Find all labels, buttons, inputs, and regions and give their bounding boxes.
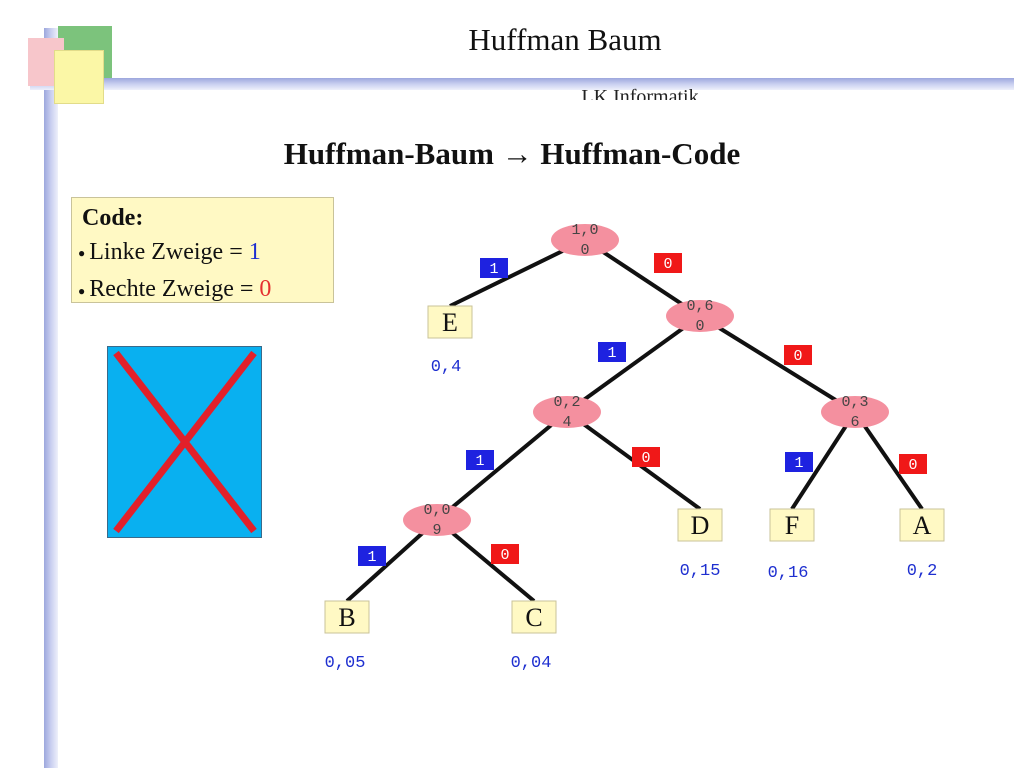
edge-bit-label: 1	[367, 549, 376, 566]
cross-out-icon	[113, 350, 257, 534]
leaf-node	[324, 600, 370, 634]
tree-edge	[565, 314, 702, 414]
leaf-probability: 0,16	[768, 564, 809, 583]
edge-bit-label: 1	[475, 453, 484, 470]
tree-edge	[698, 314, 857, 414]
leaf-node	[427, 305, 473, 339]
edge-bit-badge	[654, 253, 682, 273]
leaf-symbol: D	[691, 511, 710, 540]
edge-bit-badge	[358, 546, 386, 566]
edge-bit-label: 1	[489, 261, 498, 278]
code-legend-left-text: Linke Zweige =	[89, 239, 249, 265]
leaf-node	[769, 508, 815, 542]
edge-bit-badge	[632, 447, 660, 467]
leaf-symbol: C	[525, 603, 542, 632]
edge-bit-label: 0	[793, 348, 802, 365]
internal-node-weight: 0,6	[686, 298, 713, 315]
code-legend-left-line: ●Linke Zweige = 1	[78, 234, 333, 271]
edge-bit-label: 0	[500, 547, 509, 564]
edge-bit-badge	[784, 345, 812, 365]
edge-bit-label: 0	[663, 256, 672, 273]
edge-bit-badge	[480, 258, 508, 278]
tree-edge	[853, 410, 924, 511]
slide-subtitle: LK Informatik	[581, 86, 699, 100]
tree-edge	[435, 410, 569, 522]
tree-edge	[790, 410, 857, 511]
internal-node	[666, 300, 734, 332]
internal-node-weight: 0	[695, 318, 704, 335]
internal-node-weight: 6	[850, 414, 859, 431]
decorative-vertical-bar	[44, 28, 58, 768]
code-legend-box: Code: ●Linke Zweige = 1 ●Rechte Zweige =…	[71, 197, 334, 303]
leaf-probability: 0,2	[907, 562, 938, 581]
edge-bit-badge	[899, 454, 927, 474]
edge-bit-badge	[466, 450, 494, 470]
slide-title: Huffman Baum	[468, 22, 662, 57]
internal-node-weight: 0,0	[423, 502, 450, 519]
crossed-out-panel	[107, 346, 262, 538]
internal-node	[403, 504, 471, 536]
leaf-probability: 0,05	[325, 654, 366, 673]
leaf-probability: 0,15	[680, 562, 721, 581]
edge-bit-label: 1	[794, 455, 803, 472]
internal-node-weight: 1,0	[571, 222, 598, 239]
leaf-node	[899, 508, 945, 542]
internal-node-weight: 0	[580, 242, 589, 259]
slide-heading: Huffman-Baum → Huffman-Code	[283, 136, 741, 171]
leaf-symbol: F	[785, 511, 799, 540]
leaf-symbol: A	[913, 511, 932, 540]
code-legend-right-text: Rechte Zweige =	[89, 276, 260, 303]
edge-bit-badge	[491, 544, 519, 564]
internal-node-weight: 0,3	[841, 394, 868, 411]
internal-node-weight: 4	[562, 414, 571, 431]
leaf-node	[511, 600, 557, 634]
edge-bit-badge	[785, 452, 813, 472]
code-legend-right-line: ●Rechte Zweige = 0	[78, 271, 333, 308]
internal-node-weight: 9	[432, 522, 441, 539]
edge-bit-badge	[598, 342, 626, 362]
leaf-node	[677, 508, 723, 542]
edge-bit-label: 1	[607, 345, 616, 362]
internal-node	[821, 396, 889, 428]
code-legend-left-value: 1	[248, 239, 261, 265]
internal-node	[533, 396, 601, 428]
internal-node	[551, 224, 619, 256]
edge-bit-label: 0	[908, 457, 917, 474]
code-legend-right-value: 0	[259, 276, 272, 303]
leaf-probability: 0,4	[431, 358, 462, 377]
decorative-horizontal-bar	[30, 78, 1014, 90]
leaf-symbol: E	[442, 308, 458, 337]
bullet-icon: ●	[78, 246, 86, 261]
decorative-yellow-square	[54, 50, 104, 104]
bullet-icon: ●	[78, 283, 86, 298]
edge-bit-label: 0	[641, 450, 650, 467]
code-legend-title: Code:	[82, 205, 144, 231]
leaf-symbol: B	[338, 603, 355, 632]
leaf-probability: 0,04	[511, 654, 552, 673]
internal-node-weight: 0,2	[553, 394, 580, 411]
